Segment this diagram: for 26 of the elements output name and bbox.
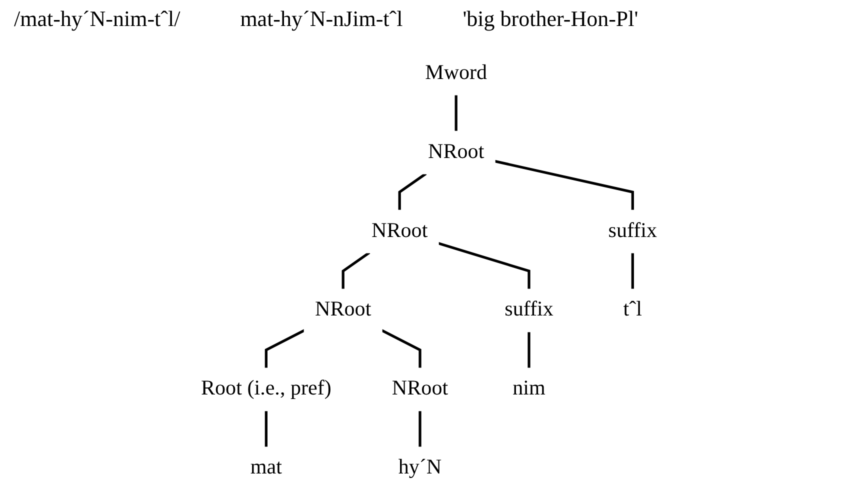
node-text: NRoot [428,140,484,164]
node-text: nim [512,378,546,400]
connector [264,410,268,448]
connector [381,329,422,368]
node-text: NRoot [392,378,448,400]
connector [418,410,422,448]
connector [438,242,530,290]
connector [264,329,306,368]
gloss-text: /mat-hy´N-nim-tˆl/ [14,6,180,32]
node-text: tˆl [623,298,642,322]
node-text: NRoot [315,298,372,322]
node-text: NRoot [372,220,428,242]
node-text: mat [250,456,282,479]
connector [494,160,634,210]
node-text: hy´N [398,456,442,479]
connector [528,332,530,368]
connector [398,172,427,210]
node-text: Mword [425,62,488,84]
connector [454,94,458,132]
connector [342,252,370,290]
node-text: suffix [608,220,658,242]
node-text: suffix [504,298,554,322]
connector [631,252,634,290]
gloss-text: mat-hy´N-nJim-tˆl [240,6,403,32]
gloss-text: 'big brother-Hon-Pl' [462,6,638,32]
node-text: Root (i.e., pref) [200,378,332,400]
